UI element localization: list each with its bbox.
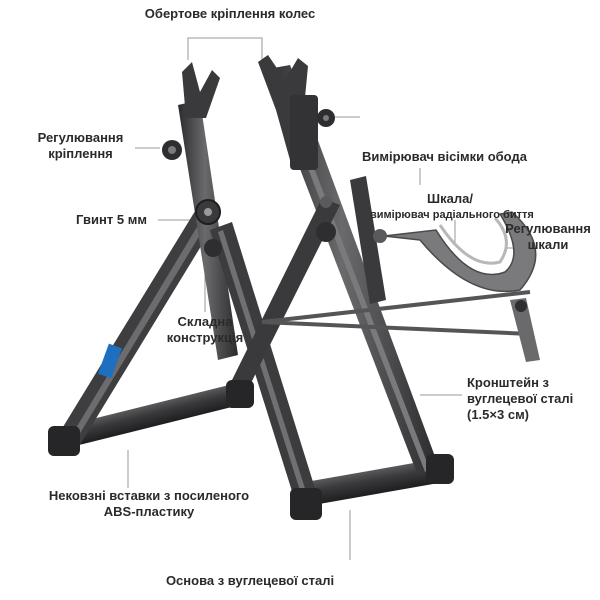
left-upright xyxy=(178,100,238,360)
upper-pivot xyxy=(320,196,332,208)
brand-sticker xyxy=(97,343,123,379)
gauge-assembly xyxy=(261,176,540,362)
foot-front-left xyxy=(290,488,322,520)
foot-front-right xyxy=(426,454,454,484)
right-upright-highlight xyxy=(272,74,430,472)
label-mount-adjust: Регулювання кріплення xyxy=(37,130,124,161)
label-scale: Шкала/ вимірювач радіального биття xyxy=(370,191,534,221)
label-scale-adjust: Регулювання шкали xyxy=(505,221,591,252)
folding-pivot xyxy=(204,239,222,257)
left-dropout xyxy=(162,62,220,160)
label-bracket: Кронштейн з вуглецевої сталі (1.5×3 см) xyxy=(467,375,574,422)
foot-rear-right xyxy=(226,380,254,408)
rear-base-bar xyxy=(62,385,238,447)
label-wheel-mount: Обертове кріплення колес xyxy=(144,6,316,21)
leader-lines xyxy=(127,37,520,560)
label-screw: Гвинт 5 мм xyxy=(76,212,147,227)
label-folding: Складна конструкція xyxy=(166,314,244,345)
front-base-bar xyxy=(300,458,450,506)
center-diagonal xyxy=(232,198,340,385)
foot-rear-left xyxy=(48,426,80,456)
base-bars xyxy=(62,385,450,506)
rear-leg-highlight xyxy=(70,212,212,440)
right-dropout xyxy=(258,55,335,170)
right-pivot xyxy=(316,222,336,242)
front-left-leg-highlight xyxy=(218,230,308,500)
label-rim-gauge: Вимірювач вісімки обода xyxy=(362,149,527,164)
label-nonslip: Нековзні вставки з посиленого ABS-пласти… xyxy=(48,488,250,519)
label-base: Основа з вуглецевої сталі xyxy=(165,573,335,588)
leader-wheel-mount xyxy=(187,37,263,60)
screw-joint-center xyxy=(204,208,212,216)
